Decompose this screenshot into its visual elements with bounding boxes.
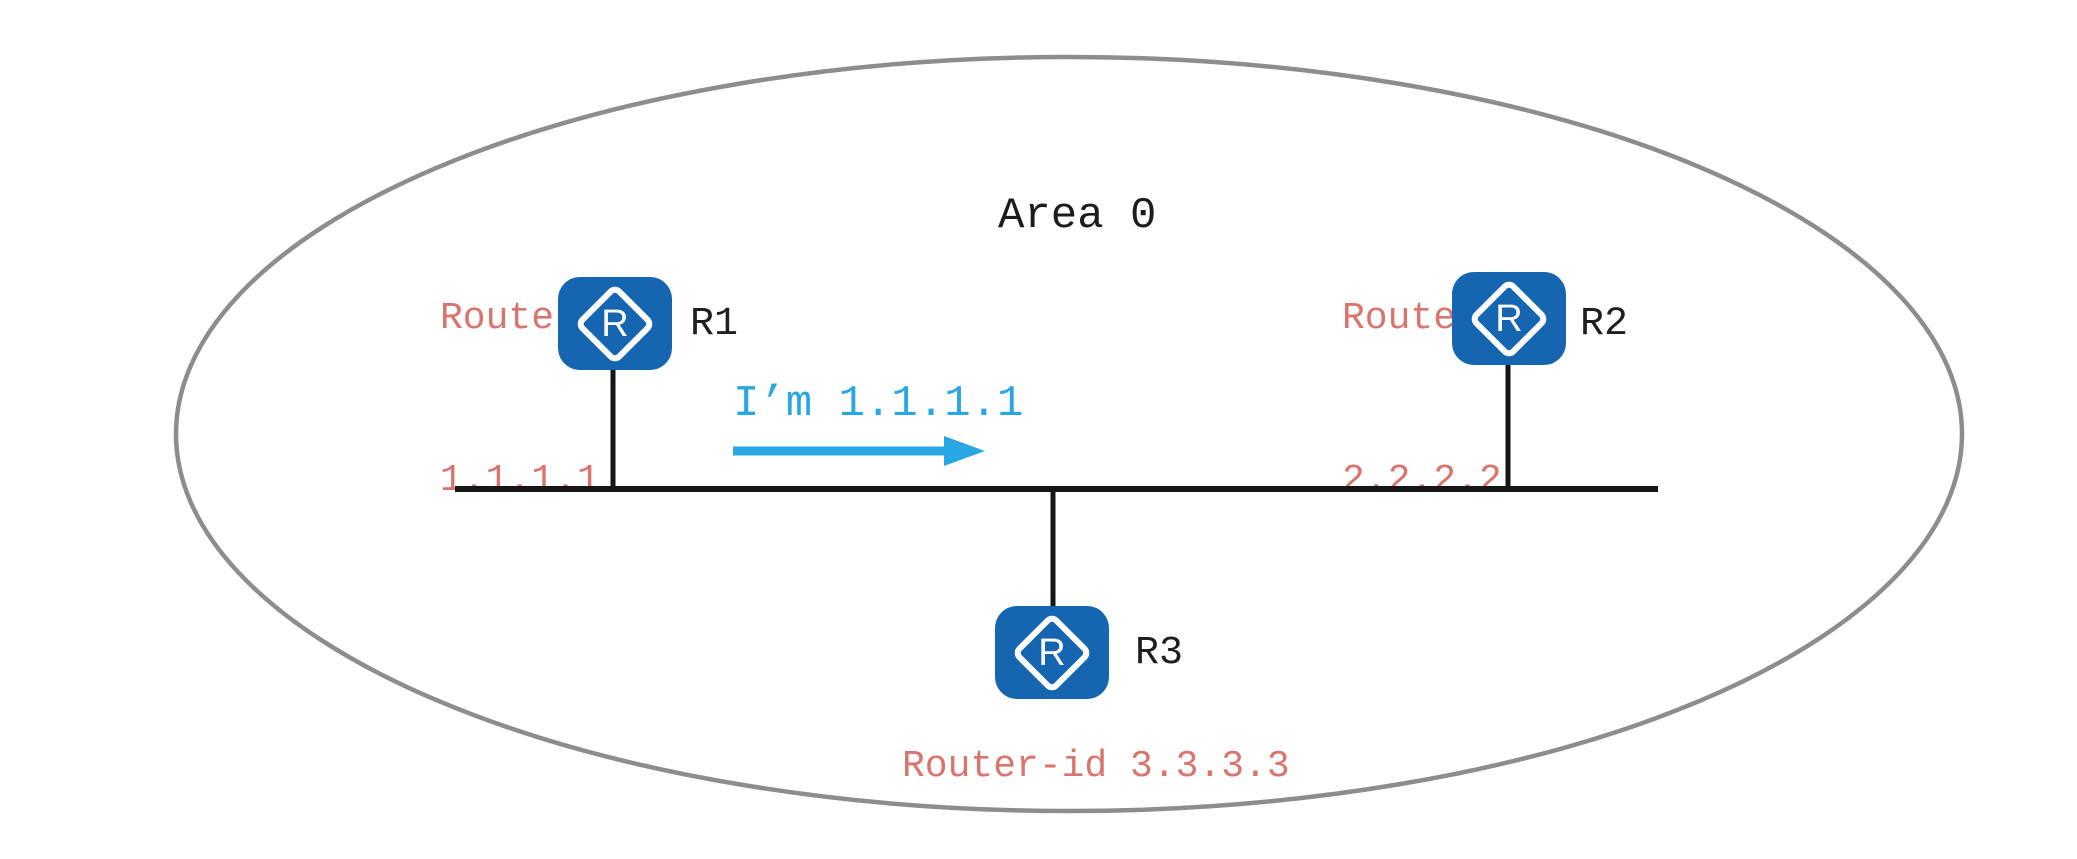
r3-router-id: Router-id 3.3.3.3	[902, 745, 1290, 788]
router-letter: R	[1495, 298, 1523, 340]
r3-label: R3	[1135, 631, 1184, 676]
router-icon-r3: R	[995, 606, 1109, 699]
r1-router-id-value: 1.1.1.1	[440, 459, 600, 502]
hello-arrow	[733, 436, 985, 466]
router-icon-r1: R	[558, 277, 672, 370]
router-letter: R	[601, 303, 629, 345]
router-letter: R	[1038, 632, 1066, 674]
r2-router-id-value: 2.2.2.2	[1342, 459, 1502, 502]
r1-label: R1	[690, 302, 739, 347]
r2-label: R2	[1580, 302, 1629, 347]
area-boundary-ellipse	[173, 54, 1965, 814]
area-label: Area 0	[998, 191, 1157, 241]
router-icon-r2: R	[1452, 272, 1566, 365]
hello-message: I’m 1.1.1.1	[733, 379, 1024, 429]
